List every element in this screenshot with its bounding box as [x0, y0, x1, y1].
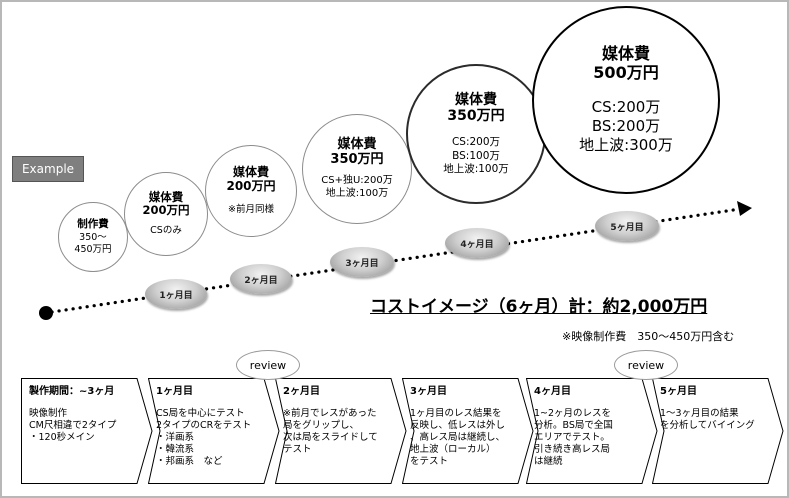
timeline-start-dot	[39, 306, 53, 320]
review-bubble-1: review	[236, 350, 300, 380]
circle-title: 媒体費	[148, 189, 184, 204]
circle-line: CSのみ	[150, 225, 182, 237]
circle-media-cost-month3: 媒体費 350万円 CS+独U:200万 地上波:100万	[302, 114, 412, 224]
circle-amount: 350万円	[447, 108, 505, 125]
circle-media-cost-month1: 媒体費 200万円 CSのみ	[124, 172, 208, 256]
month-pill-5: 5ヶ月目	[595, 211, 659, 241]
circle-title: 制作費	[77, 218, 109, 231]
step-body: 映像制作 CM尺相違で2タイプ ・120秒メイン	[29, 408, 117, 443]
circle-title: 媒体費	[601, 44, 650, 64]
step-body: 1ヶ月目のレス結果を 反映し、低レスは外し 、高レス局は継続し、 地上波（ローカ…	[410, 408, 506, 467]
step-body: 1~2ヶ月のレスを 分析。BS局で全国 エリアでテスト。 引き続き高レス局 は継…	[534, 408, 613, 467]
circle-line: 地上波:100万	[443, 162, 509, 175]
step-title: 4ヶ月目	[534, 386, 571, 397]
step-month-3: 3ヶ月目 1ヶ月目のレス結果を 反映し、低レスは外し 、高レス局は継続し、 地上…	[402, 378, 534, 484]
circle-amount: 500万円	[593, 62, 659, 82]
circle-line: BS:200万	[591, 117, 661, 136]
month-pill-1: 1ヶ月目	[145, 279, 207, 309]
month-pill-2: 2ヶ月目	[230, 264, 292, 294]
step-title: 製作期間：~3ヶ月	[29, 386, 115, 397]
cost-total-headline: コストイメージ（6ヶ月）計：約2,000万円	[370, 297, 708, 317]
circle-line: CS:200万	[591, 98, 661, 117]
step-title: 2ヶ月目	[283, 386, 320, 397]
circle-media-cost-month4: 媒体費 350万円 CS:200万 BS:100万 地上波:100万	[406, 64, 546, 204]
timeline-dotted-line	[50, 207, 742, 314]
step-chevron-shape	[402, 378, 534, 484]
circle-amount: 200万円	[226, 179, 276, 194]
example-tag: Example	[12, 156, 84, 182]
circle-line: ※前月同様	[228, 203, 274, 215]
circle-line: 350～	[79, 232, 107, 244]
step-month-1: 1ヶ月目 CS局を中心にテスト 2タイプのCRをテスト ・洋画系 ・韓流系 ・邦…	[148, 378, 280, 484]
step-body: CS局を中心にテスト 2タイプのCRをテスト ・洋画系 ・韓流系 ・邦画系 など	[156, 408, 252, 467]
step-month-2: 2ヶ月目 ※前月でレスがあった 局をグリップし、 次は局をスライドして テスト	[275, 378, 407, 484]
circle-line: 地上波:300万	[579, 135, 673, 154]
step-title: 3ヶ月目	[410, 386, 447, 397]
step-production: 製作期間：~3ヶ月 映像制作 CM尺相違で2タイプ ・120秒メイン	[21, 378, 153, 484]
circle-title: 媒体費	[232, 165, 269, 180]
step-title: 1ヶ月目	[156, 386, 193, 397]
circle-media-cost-month5: 媒体費 500万円 CS:200万 BS:200万 地上波:300万	[532, 6, 720, 194]
circle-line: CS+独U:200万	[321, 175, 393, 187]
production-cost-note: ※映像制作費 350～450万円含む	[562, 330, 735, 343]
circle-amount: 350万円	[330, 151, 384, 167]
timeline-arrowhead	[737, 201, 752, 216]
circle-media-cost-month2: 媒体費 200万円 ※前月同様	[205, 145, 297, 237]
step-body: 1～3ヶ月目の結果 を分析してバイイング	[660, 408, 755, 431]
step-title: 5ヶ月目	[660, 386, 697, 397]
review-bubble-2: review	[614, 350, 678, 380]
month-pill-3: 3ヶ月目	[330, 247, 394, 277]
circle-line: 450万円	[74, 244, 112, 256]
step-month-5: 5ヶ月目 1～3ヶ月目の結果 を分析してバイイング	[652, 378, 784, 484]
step-chevron-shape	[652, 378, 784, 484]
circle-amount: 200万円	[142, 203, 190, 218]
month-pill-4: 4ヶ月目	[445, 228, 509, 258]
step-month-4: 4ヶ月目 1~2ヶ月のレスを 分析。BS局で全国 エリアでテスト。 引き続き高レ…	[526, 378, 658, 484]
step-chevron-shape	[275, 378, 407, 484]
circle-line: CS:200万	[451, 136, 501, 149]
circle-line: 地上波:100万	[325, 187, 389, 199]
circle-title: 媒体費	[455, 92, 497, 109]
step-chevron-shape	[21, 378, 153, 484]
step-body: ※前月でレスがあった 局をグリップし、 次は局をスライドして テスト	[283, 408, 378, 455]
circle-production-cost: 制作費 350～ 450万円	[58, 202, 128, 272]
circle-title: 媒体費	[337, 136, 377, 152]
circle-line: BS:100万	[452, 149, 500, 162]
